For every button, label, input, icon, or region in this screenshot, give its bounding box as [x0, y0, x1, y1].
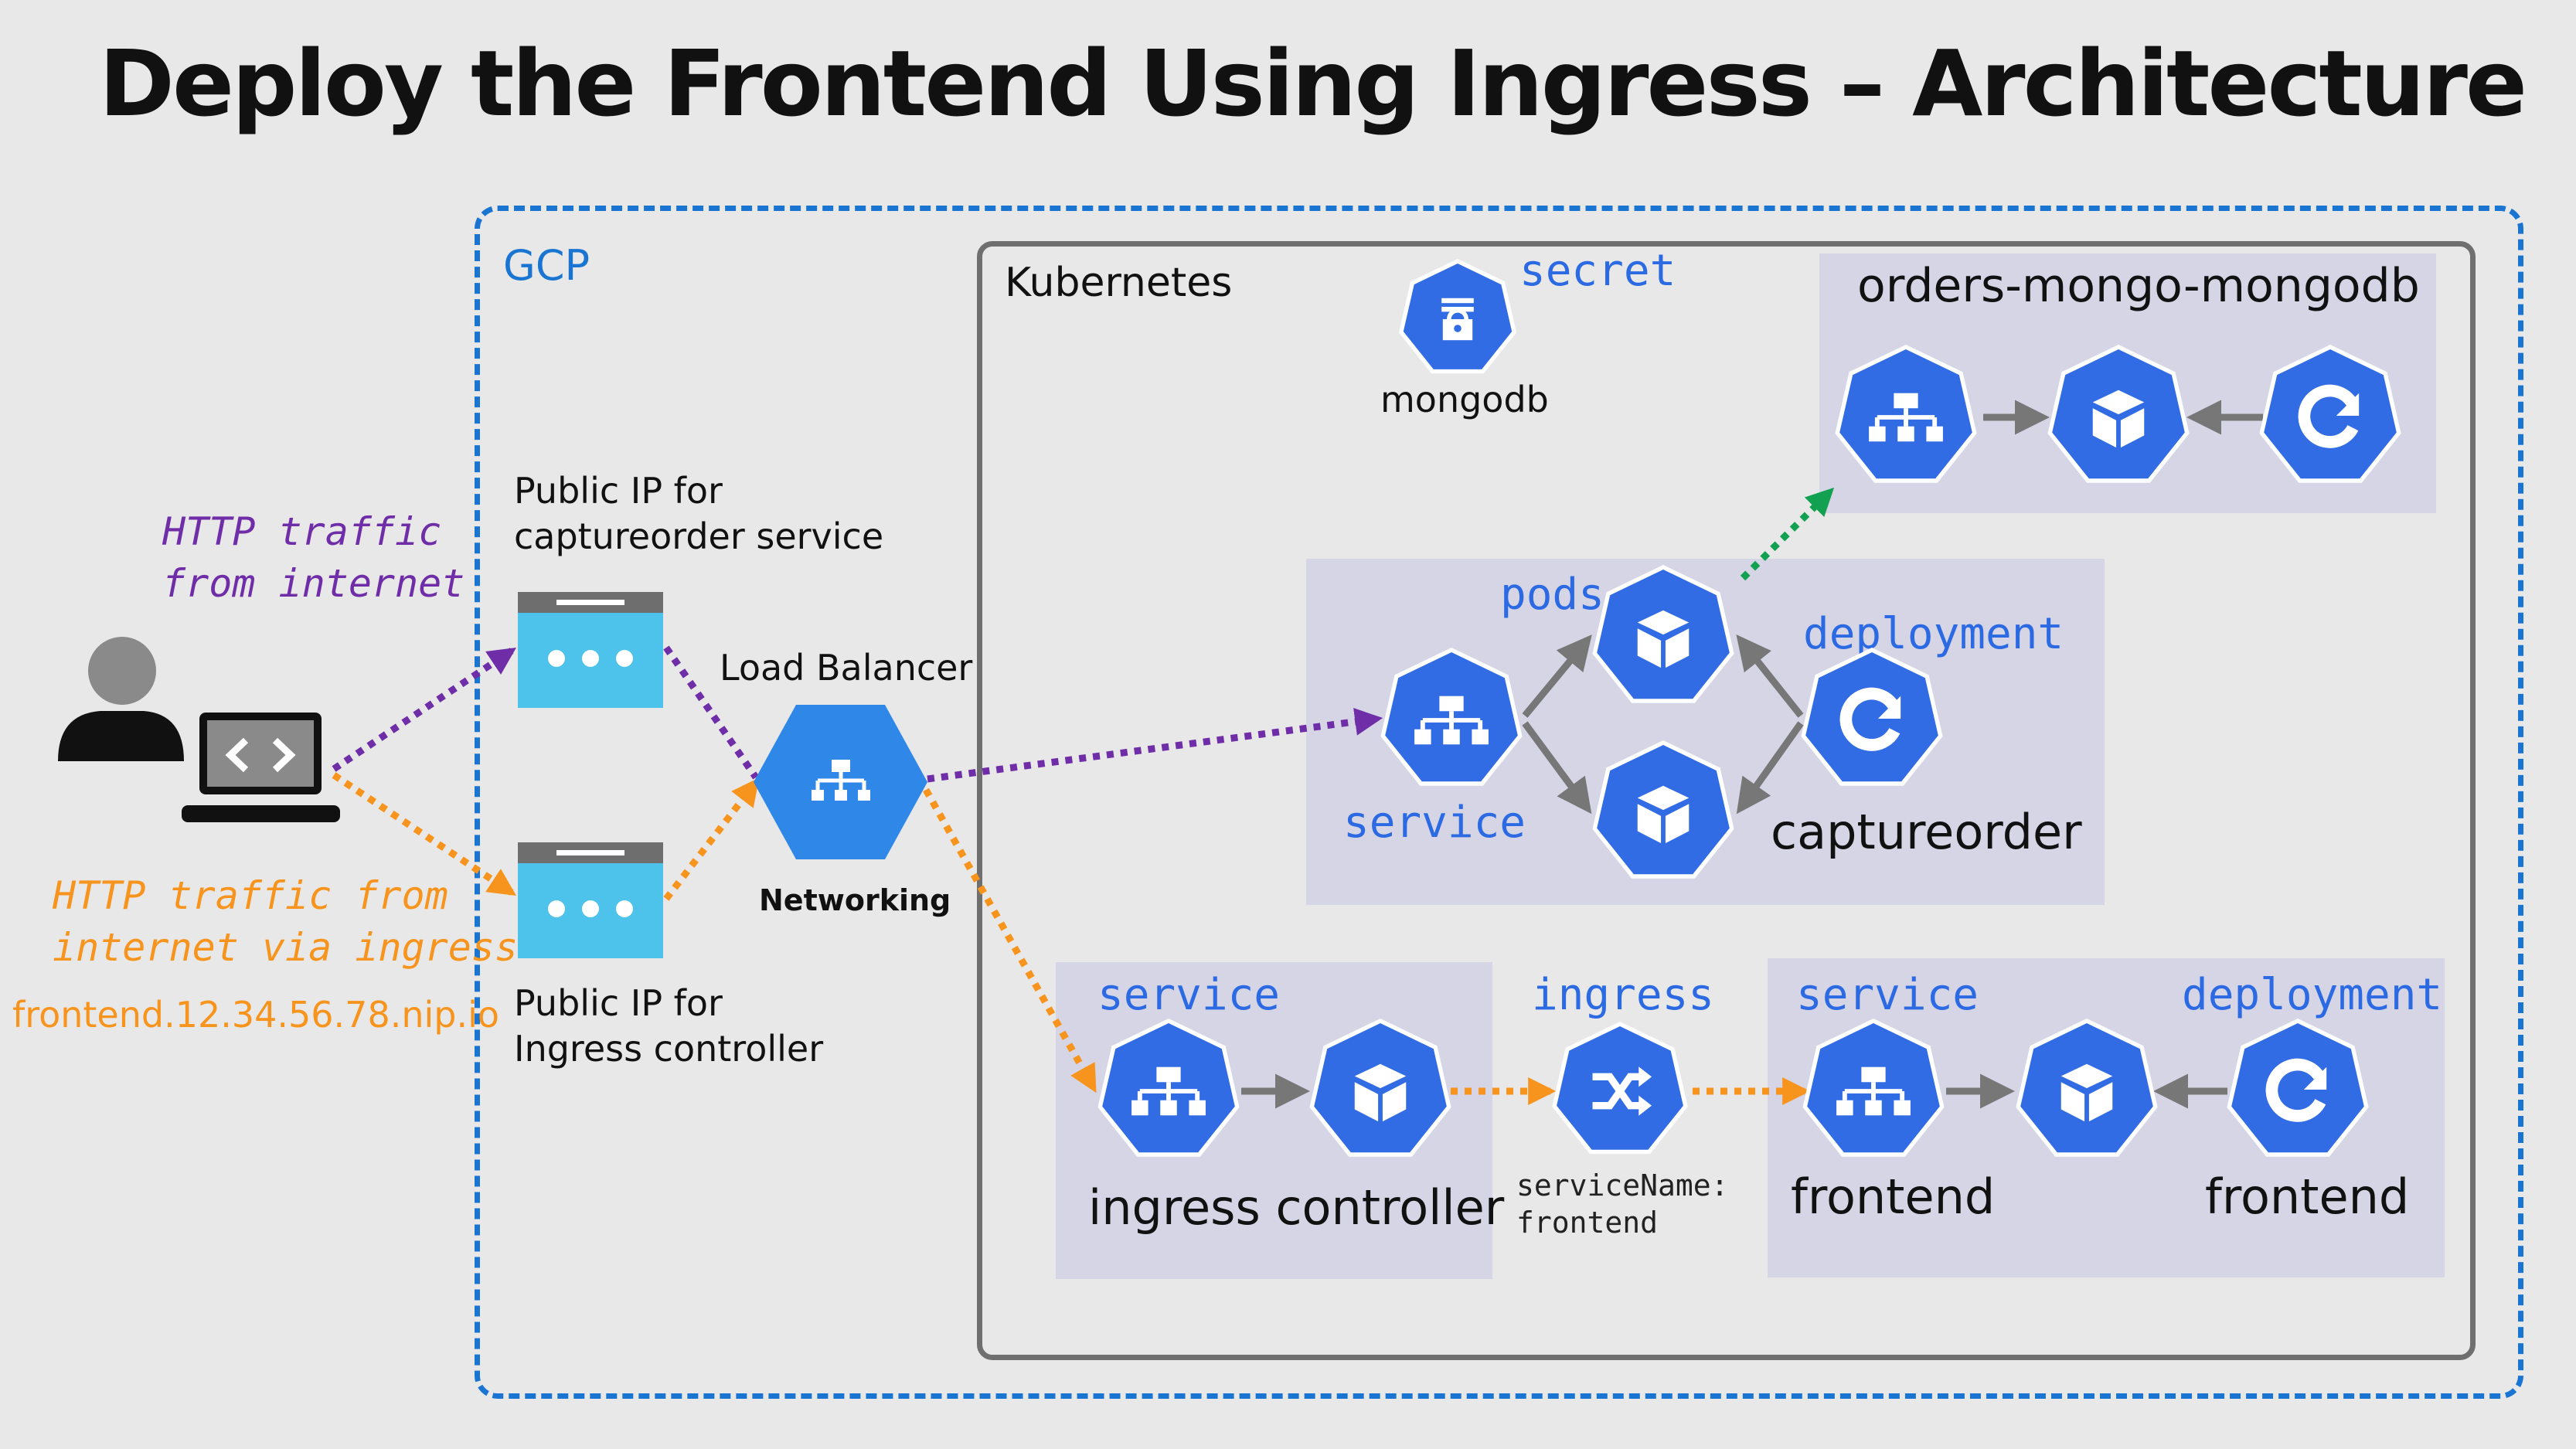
ingress-icon	[1552, 1022, 1688, 1155]
http-internet-line1: HTTP traffic	[162, 509, 442, 554]
frontend-deployment-label: deployment	[2182, 970, 2443, 1020]
frontend-service-icon	[1802, 1019, 1945, 1157]
page-title: Deploy the Frontend Using Ingress – Arch…	[99, 30, 2527, 137]
captureorder-deployment-label: deployment	[1803, 609, 2064, 659]
ingress-controller-name: ingress controller	[1088, 1179, 1505, 1236]
captureorder-service-label: service	[1343, 798, 1526, 848]
ingress-service-name-line2: frontend	[1516, 1206, 1659, 1240]
frontend-pod-icon	[2016, 1019, 2158, 1157]
gcp-boundary	[475, 206, 2523, 1399]
captureorder-name: captureorder	[1771, 804, 2082, 860]
pods-label: pods	[1500, 570, 1604, 620]
frontend-host: frontend.12.34.56.78.nip.io	[12, 994, 500, 1036]
http-ingress-line1: HTTP traffic from	[53, 873, 448, 918]
gray-connectors	[1241, 400, 2263, 1109]
mongo-title: orders-mongo-mongodb	[1857, 259, 2420, 313]
kubernetes-label: Kubernetes	[1005, 260, 1233, 306]
http-internet-line2: from internet	[162, 561, 465, 606]
frontend-deployment-icon	[2227, 1019, 2369, 1157]
frontend-deployment-name: frontend	[2205, 1168, 2410, 1225]
frontend-service-name: frontend	[1791, 1168, 1996, 1225]
public-ip-captureorder-line2: captureorder service	[514, 515, 884, 557]
secret-name-label: mongodb	[1380, 379, 1549, 420]
mongo-service-icon	[1835, 345, 1977, 483]
captureorder-service-icon	[1380, 648, 1523, 786]
public-ip-ingress-icon	[518, 842, 663, 958]
captureorder-pod-icon-1	[1592, 565, 1734, 703]
public-ip-ingress-line1: Public IP for	[514, 982, 723, 1024]
frontend-service-label: service	[1796, 970, 1979, 1020]
orange-traffic-arrows	[332, 772, 1811, 1105]
ingress-controller-service-label: service	[1097, 970, 1281, 1020]
ingress-service-name-line1: serviceName:	[1516, 1168, 1729, 1202]
user-icon	[58, 637, 184, 761]
http-ingress-line2: internet via ingress	[53, 925, 519, 970]
kubernetes-cluster	[977, 241, 2476, 1360]
secret-icon	[1399, 259, 1516, 374]
mongo-pod-icon	[2047, 345, 2190, 483]
ingress-controller-pod-icon	[1309, 1019, 1451, 1157]
secret-kind-label: secret	[1519, 246, 1676, 296]
laptop-code-icon	[182, 713, 340, 822]
public-ip-captureorder-icon	[518, 592, 663, 708]
public-ip-captureorder-line1: Public IP for	[514, 470, 723, 512]
gcp-label: GCP	[503, 241, 590, 290]
green-db-arrow	[1740, 487, 1835, 581]
ingress-label: ingress	[1532, 970, 1715, 1020]
public-ip-ingress-line2: Ingress controller	[514, 1028, 824, 1070]
networking-caption: Networking	[759, 883, 951, 917]
load-balancer-label: Load Balancer	[720, 647, 973, 689]
captureorder-pod-icon-2	[1592, 740, 1734, 879]
purple-traffic-arrows	[332, 645, 1383, 783]
load-balancer-icon	[754, 705, 927, 859]
ingress-controller-service-icon	[1097, 1019, 1240, 1157]
captureorder-deployment-icon	[1801, 648, 1943, 786]
mongo-deployment-icon	[2259, 345, 2401, 483]
